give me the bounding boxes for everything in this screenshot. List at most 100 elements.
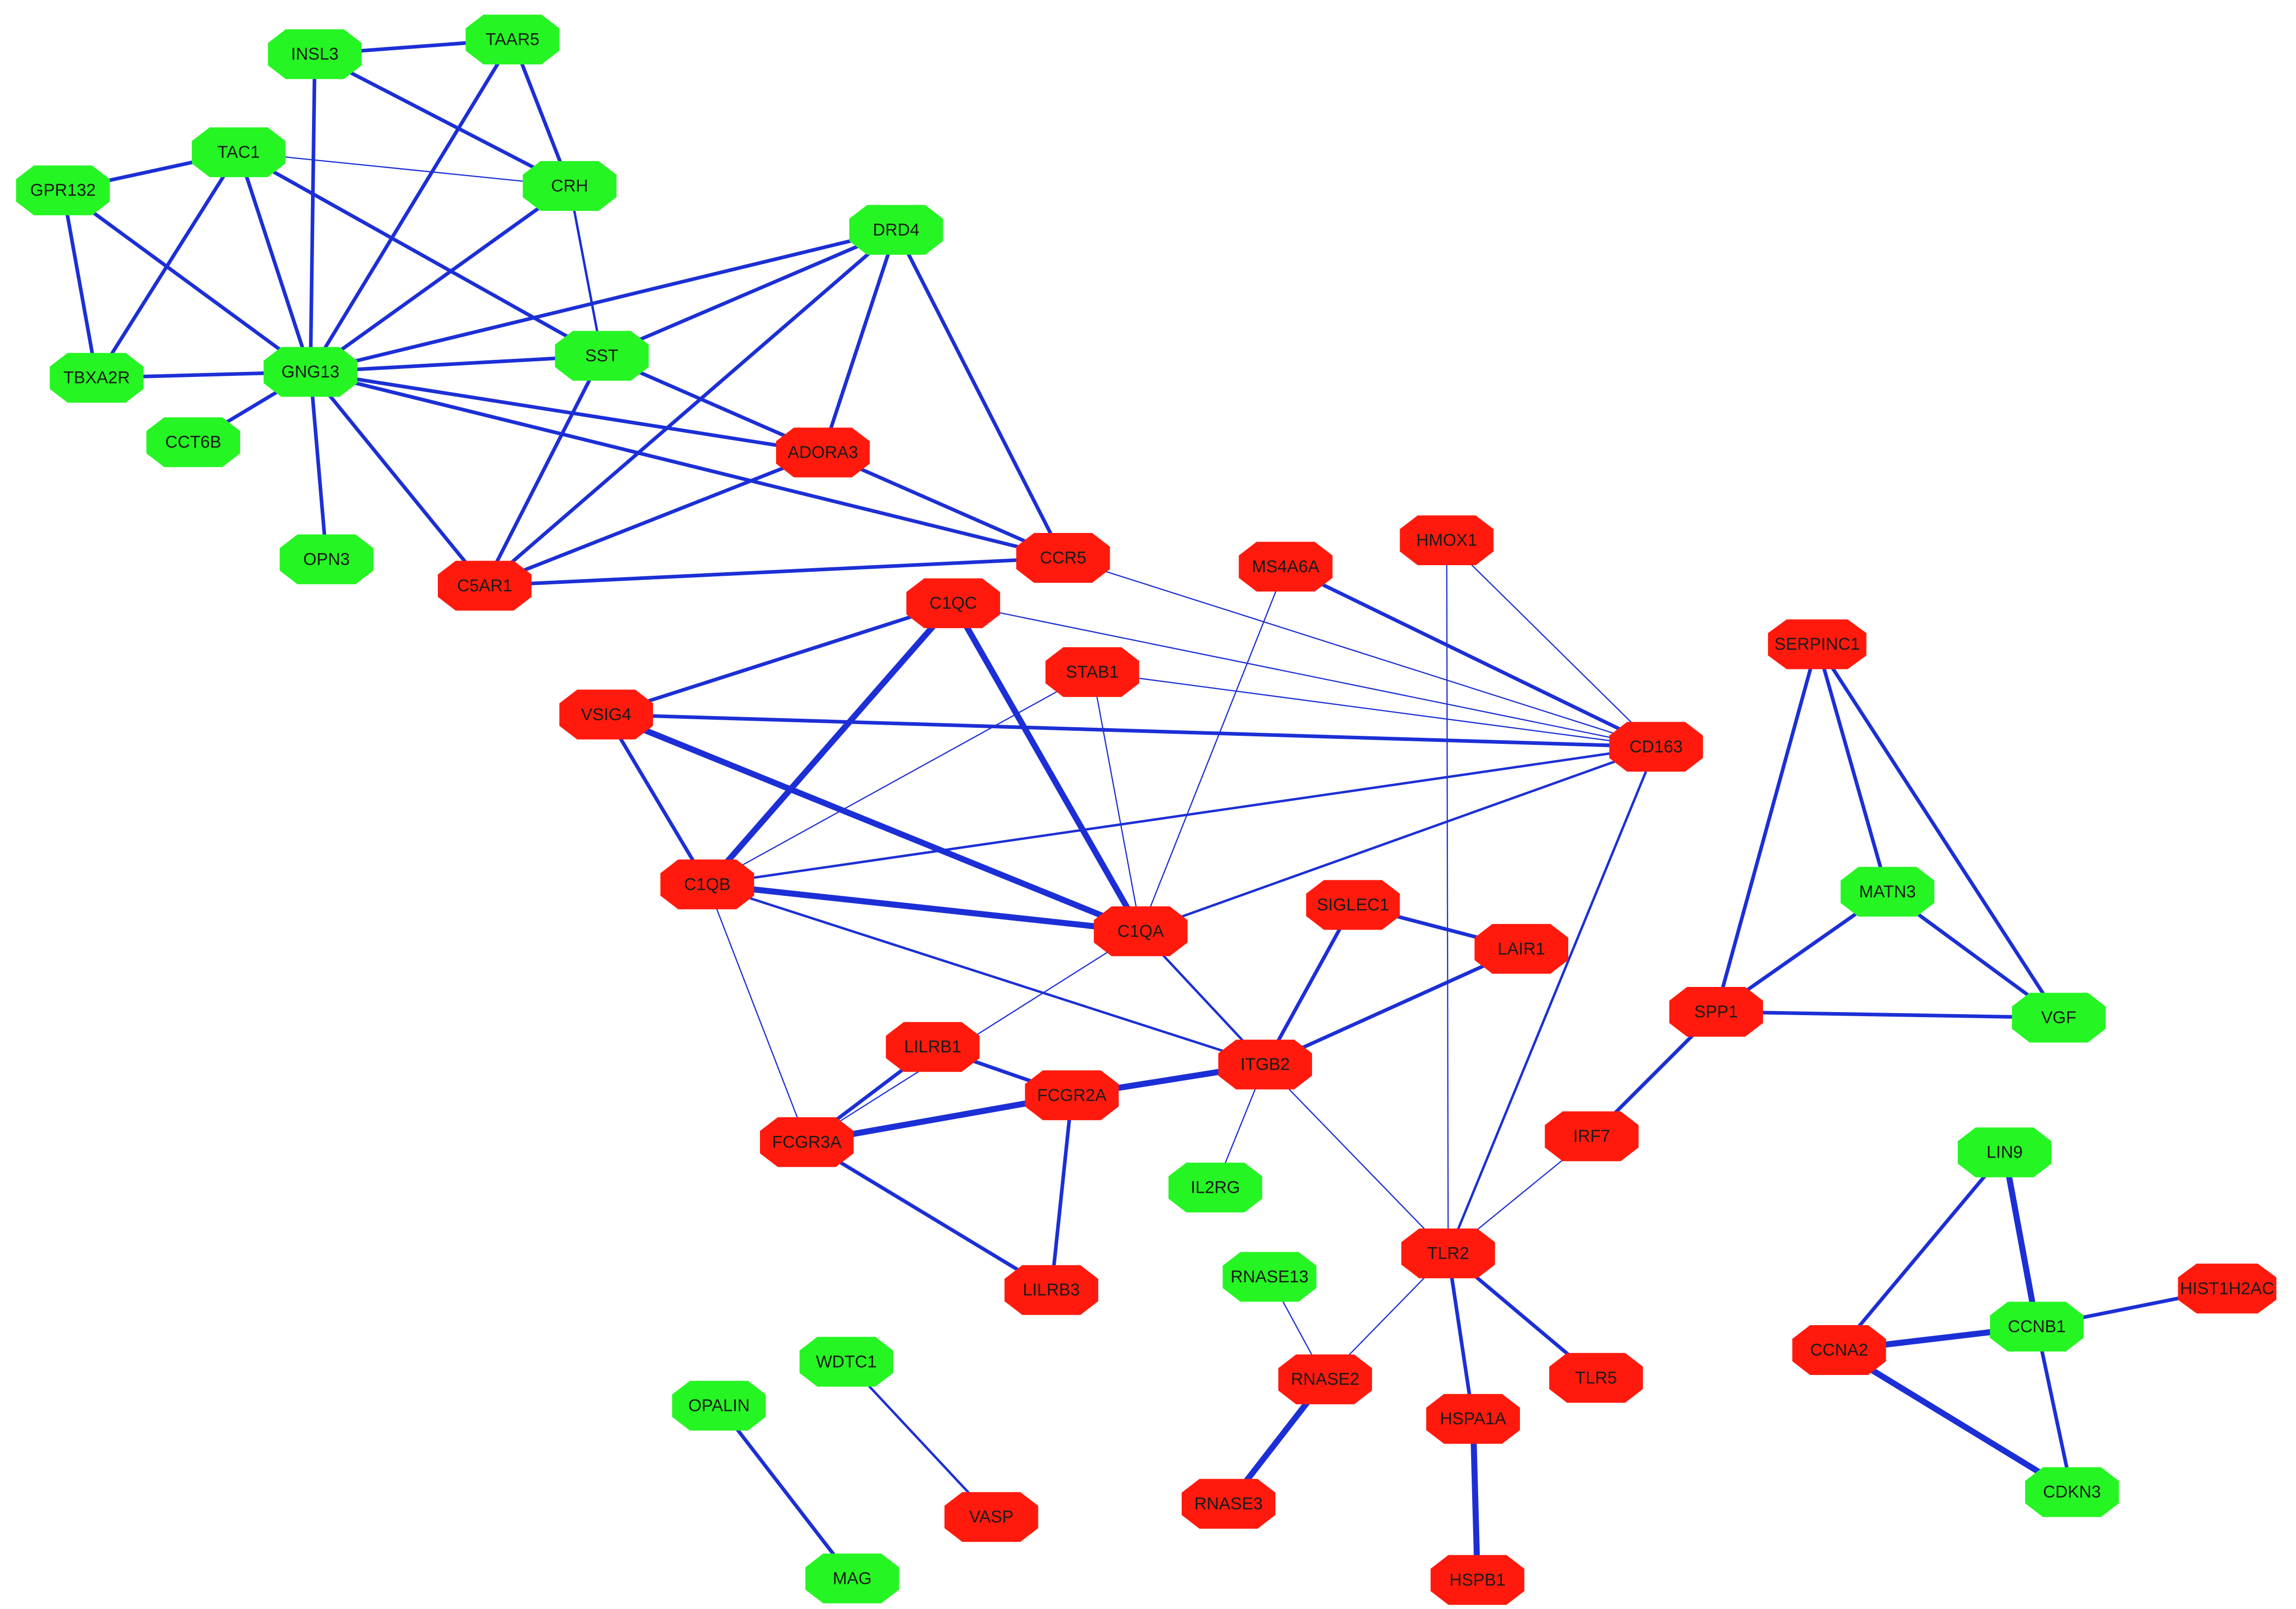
- node-label: OPN3: [303, 550, 350, 569]
- node-label: VASP: [969, 1507, 1014, 1526]
- edge-hspa1a-hspb1: [1470, 1416, 1481, 1583]
- node-hmox1[interactable]: HMOX1: [1400, 515, 1494, 565]
- node-drd4[interactable]: DRD4: [849, 205, 943, 255]
- node-label: FCGR2A: [1037, 1086, 1107, 1105]
- node-lilrb3[interactable]: LILRB3: [1004, 1265, 1099, 1315]
- edge-stab1-cd163: [1092, 671, 1657, 748]
- node-label: CCNB1: [2008, 1317, 2065, 1336]
- node-ccr5[interactable]: CCR5: [1016, 533, 1110, 583]
- node-tbxa2r[interactable]: TBXA2R: [49, 353, 144, 403]
- node-label: CCR5: [1040, 548, 1087, 567]
- node-spp1[interactable]: SPP1: [1669, 987, 1763, 1037]
- node-shape: [672, 1381, 766, 1431]
- node-label: IRF7: [1573, 1127, 1611, 1146]
- node-wdtc1[interactable]: WDTC1: [799, 1337, 893, 1387]
- node-label: C1QB: [684, 875, 731, 894]
- edge-c1qb-itgb2: [706, 883, 1267, 1066]
- node-shape: [1181, 1479, 1276, 1529]
- node-sst[interactable]: SST: [555, 331, 649, 381]
- node-stab1[interactable]: STAB1: [1045, 647, 1139, 697]
- node-c1qa[interactable]: C1QA: [1094, 906, 1188, 956]
- edge-hmox1-tlr2: [1446, 540, 1449, 1254]
- node-rnase13[interactable]: RNASE13: [1222, 1252, 1317, 1302]
- node-gng13[interactable]: GNG13: [263, 347, 357, 397]
- edge-tac1-sst: [237, 150, 604, 358]
- node-shape: [16, 165, 110, 215]
- edge-spp1-vgf: [1714, 1010, 2061, 1020]
- node-label: WDTC1: [816, 1352, 877, 1371]
- node-irf7[interactable]: IRF7: [1545, 1111, 1639, 1162]
- edge-drd4-sst: [600, 228, 898, 358]
- node-shape: [1669, 987, 1763, 1037]
- node-itgb2[interactable]: ITGB2: [1218, 1039, 1312, 1090]
- node-tlr5[interactable]: TLR5: [1549, 1353, 1643, 1403]
- node-label: CD163: [1630, 737, 1683, 756]
- node-shape: [279, 534, 373, 584]
- node-shape: [49, 353, 144, 403]
- node-matn3[interactable]: MATN3: [1841, 867, 1935, 917]
- node-label: TAC1: [217, 143, 260, 162]
- node-label: SPP1: [1694, 1002, 1738, 1021]
- node-vgf[interactable]: VGF: [2012, 992, 2106, 1043]
- node-hspb1[interactable]: HSPB1: [1430, 1555, 1524, 1605]
- edge-c1qc-cd163: [952, 602, 1657, 748]
- node-shape: [886, 1022, 980, 1072]
- edge-taar5-gng13: [309, 37, 514, 374]
- node-c5ar1[interactable]: C5AR1: [437, 561, 532, 611]
- node-shape: [146, 417, 241, 468]
- node-vasp[interactable]: VASP: [944, 1492, 1038, 1542]
- node-serpinc1[interactable]: SERPINC1: [1768, 619, 1867, 669]
- node-rnase2[interactable]: RNASE2: [1278, 1354, 1372, 1405]
- edge-adora3-c5ar1: [483, 450, 825, 588]
- node-mag[interactable]: MAG: [805, 1553, 899, 1603]
- edge-drd4-ccr5: [894, 228, 1065, 560]
- node-label: DRD4: [873, 220, 920, 240]
- node-label: SIGLEC1: [1317, 895, 1390, 914]
- node-insl3[interactable]: INSL3: [268, 29, 362, 80]
- node-hist1h2ac[interactable]: HIST1H2AC: [2178, 1263, 2277, 1314]
- node-ms4a6a[interactable]: MS4A6A: [1239, 542, 1333, 592]
- node-shape: [1430, 1555, 1524, 1605]
- node-hspa1a[interactable]: HSPA1A: [1426, 1394, 1520, 1444]
- node-fcgr3a[interactable]: FCGR3A: [760, 1117, 854, 1167]
- edge-serpinc1-spp1: [1714, 642, 1819, 1014]
- node-adora3[interactable]: ADORA3: [776, 427, 870, 478]
- node-vsig4[interactable]: VSIG4: [559, 689, 653, 740]
- node-label: TAAR5: [486, 30, 540, 49]
- node-lilrb1[interactable]: LILRB1: [886, 1022, 980, 1072]
- node-cdkn3[interactable]: CDKN3: [2025, 1467, 2119, 1517]
- node-label: CCT6B: [165, 433, 221, 452]
- node-c1qb[interactable]: C1QB: [660, 859, 754, 909]
- node-opalin[interactable]: OPALIN: [672, 1381, 766, 1431]
- node-gpr132[interactable]: GPR132: [16, 165, 110, 215]
- node-ccna2[interactable]: CCNA2: [1792, 1325, 1886, 1375]
- edge-siglec1-itgb2: [1263, 903, 1355, 1066]
- node-label: ITGB2: [1241, 1055, 1290, 1074]
- node-tlr2[interactable]: TLR2: [1401, 1229, 1495, 1278]
- node-ccnb1[interactable]: CCNB1: [1989, 1301, 2084, 1352]
- node-siglec1[interactable]: SIGLEC1: [1306, 880, 1400, 930]
- edge-gng13-c5ar1: [309, 370, 487, 588]
- edge-adora3-ccr5: [821, 450, 1065, 560]
- node-c1qc[interactable]: C1QC: [906, 578, 1001, 629]
- node-label: RNASE3: [1194, 1494, 1263, 1513]
- node-shape: [1222, 1252, 1317, 1302]
- edge-gng13-ccr5: [309, 370, 1065, 560]
- node-lair1[interactable]: LAIR1: [1474, 924, 1568, 974]
- node-shape: [1841, 867, 1935, 917]
- node-opn3[interactable]: OPN3: [279, 534, 373, 584]
- node-fcgr2a[interactable]: FCGR2A: [1025, 1070, 1119, 1120]
- node-label: MATN3: [1859, 882, 1916, 901]
- node-label: GPR132: [30, 181, 96, 200]
- node-crh[interactable]: CRH: [522, 161, 617, 211]
- edge-ms4a6a-cd163: [1283, 565, 1658, 749]
- node-label: CCNA2: [1810, 1341, 1868, 1360]
- node-tac1[interactable]: TAC1: [192, 127, 286, 177]
- node-cct6b[interactable]: CCT6B: [146, 417, 241, 468]
- node-cd163[interactable]: CD163: [1609, 722, 1703, 772]
- node-il2rg[interactable]: IL2RG: [1168, 1163, 1262, 1212]
- node-taar5[interactable]: TAAR5: [466, 15, 560, 65]
- edge-serpinc1-vgf: [1815, 642, 2061, 1020]
- node-rnase3[interactable]: RNASE3: [1181, 1479, 1276, 1529]
- node-lin9[interactable]: LIN9: [1957, 1127, 2052, 1178]
